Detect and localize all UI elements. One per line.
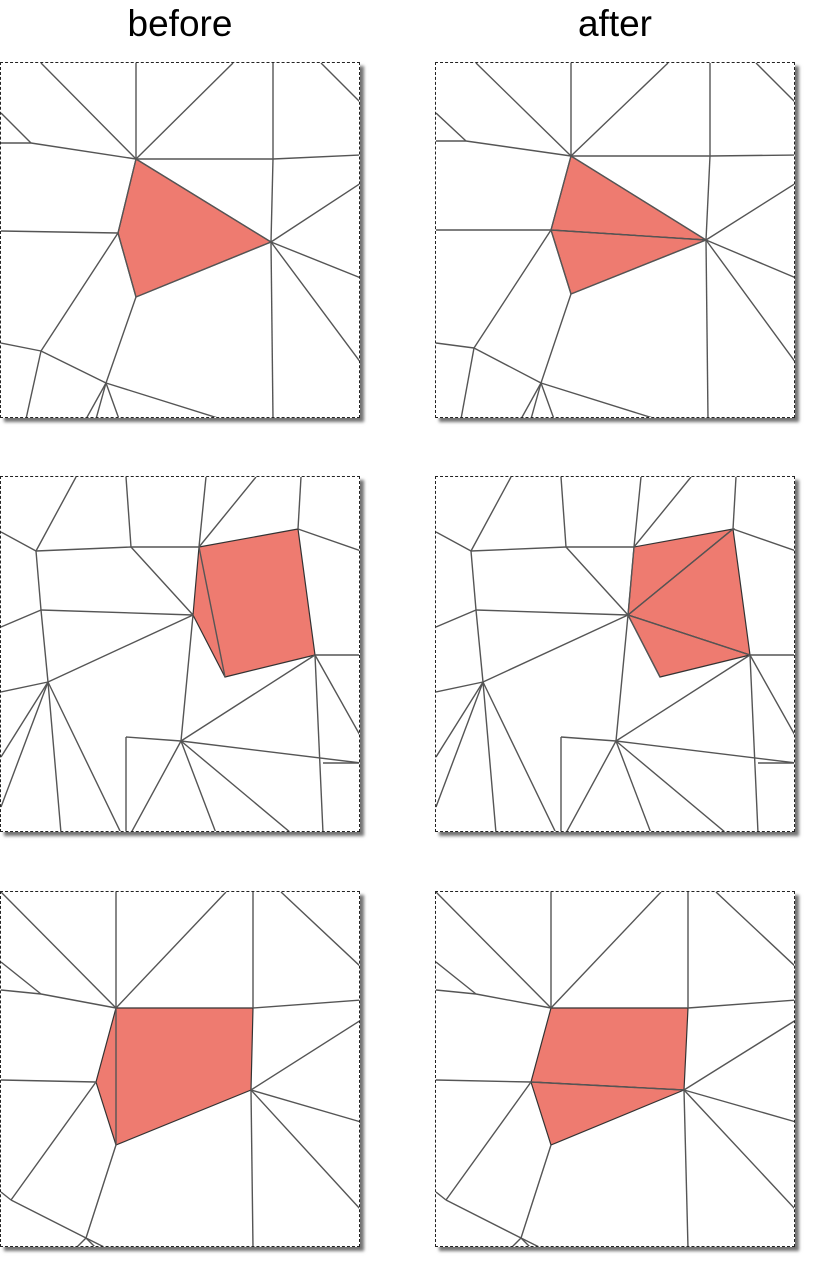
panel-row2-after (435, 476, 795, 832)
mesh-edges (436, 63, 794, 417)
highlighted-cell (95, 1007, 254, 1146)
highlighted-cell (192, 528, 316, 678)
panel-row3-after (435, 891, 795, 1247)
mesh-row3-before (1, 892, 359, 1246)
panel-row1-after (435, 62, 795, 418)
highlighted-cell (530, 1081, 685, 1146)
mesh-row1-after (436, 63, 794, 417)
mesh-row3-after (436, 892, 794, 1246)
highlighted-cell (550, 229, 707, 295)
mesh-row2-after (436, 477, 794, 831)
highlighted-cell (530, 1007, 689, 1091)
mesh-edges (1, 892, 359, 1246)
highlighted-cell (550, 155, 707, 241)
mesh-row2-before (1, 477, 359, 831)
mesh-edges (436, 477, 794, 831)
after-header: after (577, 3, 653, 44)
panel-row3-before (0, 891, 360, 1247)
before-header: before (127, 3, 233, 44)
mesh-edges (436, 892, 794, 1246)
panel-row2-before (0, 476, 360, 832)
mesh-edges (1, 477, 359, 831)
mesh-edges (1, 63, 359, 417)
panel-row1-before (0, 62, 360, 418)
mesh-row1-before (1, 63, 359, 417)
